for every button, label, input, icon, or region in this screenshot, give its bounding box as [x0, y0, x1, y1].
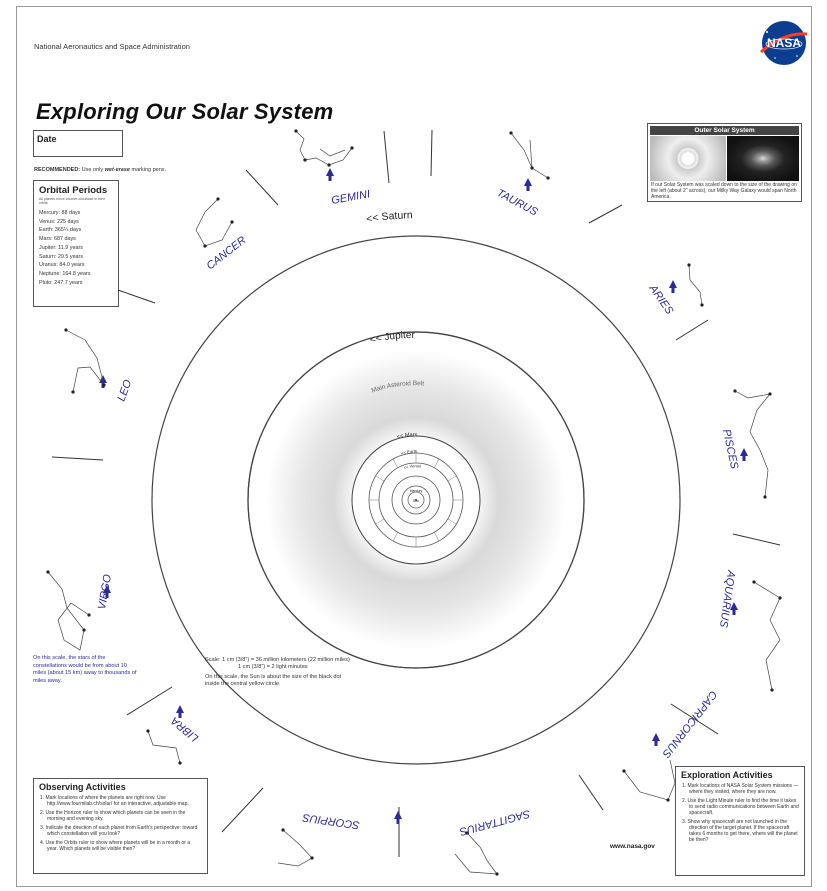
exploration-activities-title: Exploration Activities — [681, 770, 773, 780]
date-label: Date — [37, 134, 57, 144]
agency-name: National Aeronautics and Space Administr… — [34, 42, 190, 51]
recommended-note: RECOMMENDED: Use only wet-erase marking … — [34, 167, 166, 173]
zodiac-label-scorpius: SCORPIUS — [301, 811, 360, 831]
orbital-period-row: Mars: 687 days — [39, 236, 76, 243]
scale-line-4: inside the central yellow circle. — [205, 681, 281, 687]
nasa-logo: NASA — [760, 21, 808, 65]
scale-line-3: On this scale, the Sun is about the size… — [205, 674, 342, 680]
observing-activity-item: 2. Use the Horizon ruler to show which p… — [40, 810, 186, 822]
exploration-activity-item: 3. Show why spacecraft are not launched … — [682, 819, 798, 843]
exploration-activity-item: 2. Use the Light Minute ruler to find th… — [682, 798, 799, 816]
zodiac-label-aquarius: AQUARIUS — [717, 569, 737, 629]
sun-label: Sun — [413, 499, 419, 503]
observing-activity-item: 4. Use the Orbits ruler to show where pl… — [40, 840, 191, 852]
zodiac-label-gemini: GEMINI — [330, 188, 371, 207]
observing-activity-item: 3. Indicate the direction of each planet… — [40, 825, 198, 837]
constellation-gemini — [295, 130, 353, 166]
exploration-activities-box: Exploration Activities 1. Mark locations… — [675, 766, 805, 876]
orbital-period-row: Pluto: 247.7 years — [39, 279, 83, 286]
earth-label: << Earth — [400, 449, 418, 456]
zodiac-label-leo: LEO — [116, 378, 135, 403]
month-ticks — [369, 453, 463, 547]
zodiac-label-libra: LIBRA — [169, 714, 201, 744]
orbital-periods-note: All planets move counter-clockwise in th… — [39, 197, 105, 205]
zodiac-label-taurus: TAURUS — [495, 187, 540, 219]
orbital-period-row: Venus: 225 days — [39, 218, 79, 225]
recommended-emphasis: wet-erase — [104, 167, 130, 173]
arrow-icon — [326, 168, 334, 181]
observing-activities-title: Observing Activities — [39, 782, 126, 792]
orbital-period-row: Neptune: 164.8 years — [39, 270, 91, 277]
arrow-icon — [524, 178, 532, 191]
arrow-icon — [740, 448, 748, 461]
orbital-period-row: Uranus: 84.0 years — [39, 262, 85, 269]
milky-way-galaxy-image — [727, 136, 799, 181]
date-field[interactable]: Date — [33, 130, 123, 157]
arrow-icon — [669, 280, 677, 293]
arrow-icon — [103, 585, 111, 598]
orbital-periods-box: Orbital Periods All planets move counter… — [33, 180, 119, 307]
orbital-period-row: Saturn: 29.5 years — [39, 253, 84, 260]
scale-note: Scale: 1 cm (3/8") = 36 million kilomete… — [205, 657, 350, 688]
arrow-icon — [394, 811, 402, 824]
mercury-orbit — [391, 475, 441, 525]
jupiter-label: << Jupiter — [369, 330, 416, 346]
mars-label: << Mars — [396, 432, 417, 440]
observing-activity-item: 1. Mark locations of where the planets a… — [40, 795, 189, 807]
saturn-orbit — [151, 235, 681, 765]
observing-activities-box: Observing Activities 1. Mark locations o… — [33, 778, 208, 874]
scale-line-2: 1 cm (3/8") = 2 light minutes — [238, 664, 308, 670]
exploration-activity-item: 1. Mark locations of NASA Solar System m… — [682, 783, 799, 795]
zodiac-label-pisces: PISCES — [720, 428, 740, 471]
arrow-icon — [176, 705, 184, 718]
outer-solar-system-caption: If our Solar System was scaled down to t… — [651, 182, 797, 200]
scale-line-1: Scale: 1 cm (3/8") = 36 million kilomete… — [205, 657, 350, 663]
arrow-icon — [730, 602, 738, 615]
outer-solar-system-box: Outer Solar System If our Solar System w… — [647, 123, 802, 202]
orbital-period-row: Jupiter: 11.9 years — [39, 244, 83, 251]
orbital-period-row: Earth: 365¼ days — [39, 227, 82, 234]
footer-url[interactable]: www.nasa.gov — [610, 843, 655, 850]
saturn-label: << Saturn — [365, 209, 413, 225]
mercury-label: Mercury — [410, 489, 423, 493]
recommended-label: RECOMMENDED: — [34, 167, 81, 173]
zodiac-label-capricornus: CAPRICORNUS — [659, 688, 719, 760]
recommended-text-before: Use only — [81, 167, 104, 173]
zodiac-label-cancer: CANCER — [204, 234, 248, 272]
stars-distance-note: On this scale, the stars of the constell… — [33, 655, 137, 684]
orbital-periods-title: Orbital Periods — [39, 185, 108, 196]
solar-system-scaled-image — [650, 136, 726, 181]
arrow-icon — [652, 733, 660, 746]
outer-solar-system-title: Outer Solar System — [650, 126, 799, 135]
page-title: Exploring Our Solar System — [36, 99, 334, 124]
orbital-period-row: Mercury: 88 days — [39, 210, 81, 216]
sun-dot — [415, 499, 417, 501]
recommended-text-after: marking pens. — [131, 167, 167, 173]
